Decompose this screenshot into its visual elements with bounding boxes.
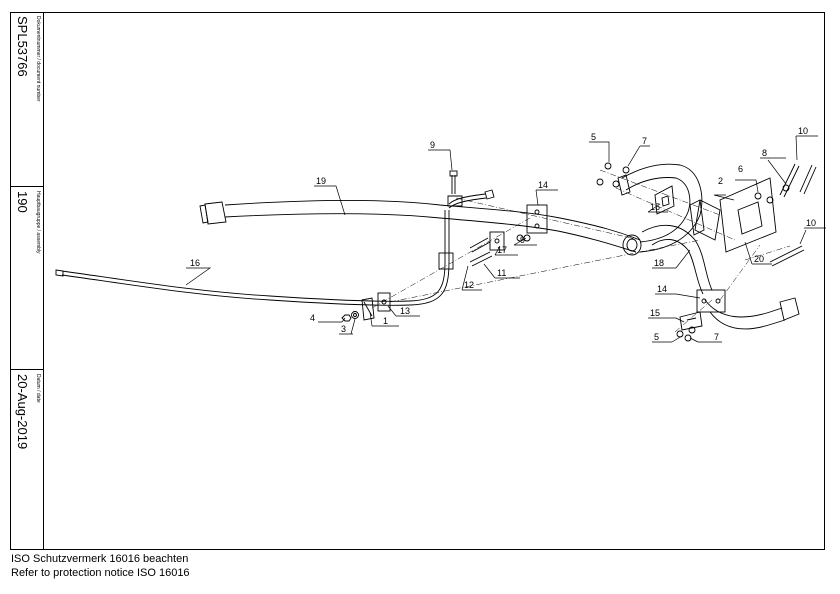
date-cell: 20-Aug-2019 Datum / date bbox=[10, 370, 44, 550]
title-block: SPL53766 Dokumentnummer / document numbe… bbox=[10, 12, 44, 550]
callout-1: 1 bbox=[383, 316, 389, 326]
bracket-20 bbox=[689, 177, 777, 253]
block-1 bbox=[361, 297, 375, 321]
plate-15-lower bbox=[679, 311, 703, 331]
nut-4 bbox=[341, 314, 352, 322]
pipe-18 bbox=[617, 163, 800, 330]
callout-9-lower: 9 bbox=[520, 235, 526, 245]
callout-14-upper: 14 bbox=[538, 180, 549, 190]
callout-18: 18 bbox=[654, 258, 665, 268]
callout-9-upper: 9 bbox=[430, 140, 436, 150]
callout-10-upper: 10 bbox=[798, 126, 809, 136]
clamp-14-lower bbox=[696, 289, 726, 313]
callout-19: 19 bbox=[316, 176, 327, 186]
protection-notice-de: ISO Schutzvermerk 16016 beachten bbox=[11, 553, 189, 565]
callout-3: 3 bbox=[341, 324, 347, 334]
callout-14-lower: 14 bbox=[657, 284, 668, 294]
tube-16 bbox=[55, 189, 495, 306]
assembly-lines bbox=[371, 169, 791, 333]
callout-16: 16 bbox=[190, 258, 201, 268]
plate-15-upper bbox=[654, 185, 675, 215]
callout-4: 4 bbox=[310, 313, 316, 323]
callout-15-lower: 15 bbox=[650, 308, 661, 318]
callout-2: 2 bbox=[718, 176, 724, 186]
leader-lines bbox=[185, 135, 826, 343]
fasteners-upper bbox=[596, 162, 790, 204]
bolts-11-12 bbox=[469, 234, 531, 267]
callout-10-lower: 10 bbox=[806, 218, 817, 228]
callout-8: 8 bbox=[762, 148, 768, 158]
washer-3 bbox=[351, 311, 359, 319]
callout-5-lower: 5 bbox=[654, 332, 660, 342]
bolts-10 bbox=[769, 163, 817, 267]
callout-5-upper: 5 bbox=[591, 132, 597, 142]
drawing-frame bbox=[10, 12, 825, 550]
callout-12: 12 bbox=[464, 280, 475, 290]
callout-15-upper: 15 bbox=[650, 202, 661, 212]
callout-17: 17 bbox=[497, 245, 508, 255]
callout-11: 11 bbox=[497, 268, 507, 278]
callout-13: 13 bbox=[400, 306, 411, 316]
callout-7-upper: 7 bbox=[642, 136, 648, 146]
hose-19 bbox=[199, 200, 641, 253]
callout-20: 20 bbox=[754, 254, 765, 264]
protection-notice-en: Refer to protection notice ISO 16016 bbox=[11, 567, 190, 579]
callout-7-lower: 7 bbox=[714, 332, 720, 342]
assembly-cell: 190 Hauptbaugruppe / assembly bbox=[10, 187, 44, 370]
callout-6: 6 bbox=[738, 164, 744, 174]
bolt-9-upper bbox=[447, 170, 463, 207]
document-number-cell: SPL53766 Dokumentnummer / document numbe… bbox=[10, 12, 44, 187]
